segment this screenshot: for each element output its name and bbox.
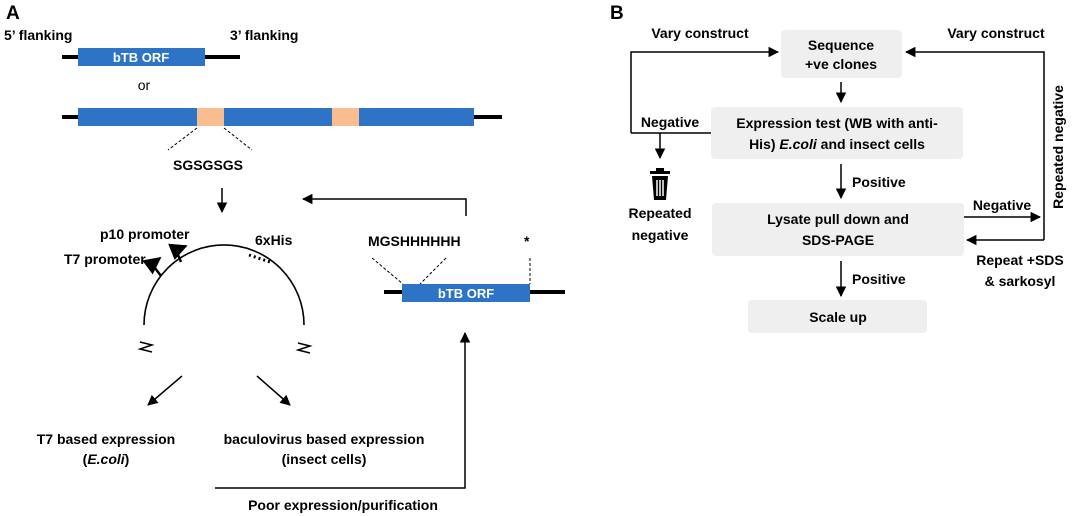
vector-break-left-icon [137, 341, 155, 353]
vector-circle [143, 244, 305, 326]
t7-expression-line2: (E.coli) [83, 451, 130, 467]
positive-2-label: Positive [852, 271, 906, 287]
arrow-poor-expression [215, 331, 471, 489]
vector-break-right-icon [295, 342, 313, 354]
insert-orf-box [402, 284, 530, 302]
mgs-callout-left [371, 257, 404, 285]
or-label: or [138, 77, 151, 93]
orf-label: bTB ORF [113, 50, 169, 65]
sequence-line2: +ve clones [805, 56, 877, 72]
arrow-to-t7-expression [147, 375, 183, 406]
sequence-line1: Sequence [808, 37, 874, 53]
p10-promoter-arrow-icon [168, 243, 188, 263]
his-tag-dots [248, 253, 271, 264]
t7-expression-line1: T7 based expression [37, 431, 176, 447]
linker-label: SGSGSGS [173, 157, 243, 173]
mgs-callout-right [419, 257, 447, 285]
orf-box [78, 48, 205, 66]
construct-linker-orf: SGSGSGS [62, 108, 502, 173]
mgs-label: MGSHHHHHH [368, 233, 461, 249]
expression-vector: p10 promoter T7 promoter 6xHis [64, 226, 313, 354]
t7-promoter-arrow-icon [142, 256, 162, 277]
expression-line1: Expression test (WB with anti- [736, 115, 938, 131]
linker-callout-left [167, 127, 198, 151]
lysate-pulldown-box: Lysate pull down and SDS-PAGE [712, 203, 964, 256]
orf-segment-2 [224, 108, 332, 126]
trash-icon [650, 168, 670, 200]
three-prime-flanking-label: 3’ flanking [230, 27, 298, 43]
repeated-negative-vertical-label: Repeated negative [1050, 85, 1066, 209]
linker-segment-2 [332, 108, 359, 126]
panel-label-a: A [6, 3, 20, 24]
expression-line2: His) E.coli and insect cells [749, 136, 925, 152]
vary-construct-right-label: Vary construct [947, 25, 1045, 41]
expression-line2-italic: E.coli [779, 136, 817, 152]
scale-up-box: Scale up [748, 300, 927, 333]
arrow-to-baculo-expression [256, 375, 291, 406]
insert-orf: MGSHHHHHH * bTB ORF [368, 233, 565, 302]
lysate-line2: SDS-PAGE [802, 232, 874, 248]
repeat-sds-line1: Repeat +SDS [976, 252, 1064, 268]
stop-codon-label: * [524, 233, 530, 249]
t7-promoter-label: T7 promoter [64, 251, 146, 267]
construct-single-orf: 5’ flanking 3’ flanking bTB ORF [4, 27, 298, 66]
expression-line2-suffix: and insect cells [817, 136, 925, 152]
poor-expression-label: Poor expression/purification [248, 497, 438, 513]
his-tag-label: 6xHis [255, 232, 293, 248]
linker-callout-right [223, 127, 253, 151]
orf-segment-1 [78, 108, 197, 126]
lysate-line1: Lysate pull down and [767, 211, 909, 227]
negative-left-label: Negative [641, 114, 700, 130]
arrow-insert-to-vector [301, 193, 467, 216]
negative-right-label: Negative [973, 197, 1032, 213]
expression-test-box: Expression test (WB with anti- His) E.co… [711, 107, 963, 159]
baculo-expression-line1: baculovirus based expression [224, 431, 425, 447]
p10-promoter-label: p10 promoter [100, 226, 190, 242]
linker-segment-1 [197, 108, 224, 126]
panel-label-b: B [610, 3, 624, 24]
arrow-vary-construct-left [630, 46, 780, 133]
arrow-vary-construct-right [904, 46, 1045, 240]
orf-segment-3 [359, 108, 474, 126]
repeated-negative-line2: negative [632, 227, 689, 243]
repeated-negative-line1: Repeated [628, 205, 691, 221]
repeat-sds-line2: & sarkosyl [985, 273, 1056, 289]
positive-1-label: Positive [852, 174, 906, 190]
insert-orf-label: bTB ORF [438, 286, 494, 301]
baculo-expression-line2: (insect cells) [282, 451, 367, 467]
scale-up-label: Scale up [809, 309, 867, 325]
t7-expression-italic: E.coli [87, 451, 125, 467]
expression-line2-prefix: His) [749, 136, 779, 152]
five-prime-flanking-label: 5’ flanking [4, 27, 72, 43]
sequence-clones-box: Sequence +ve clones [781, 30, 902, 78]
vary-construct-left-label: Vary construct [651, 25, 749, 41]
